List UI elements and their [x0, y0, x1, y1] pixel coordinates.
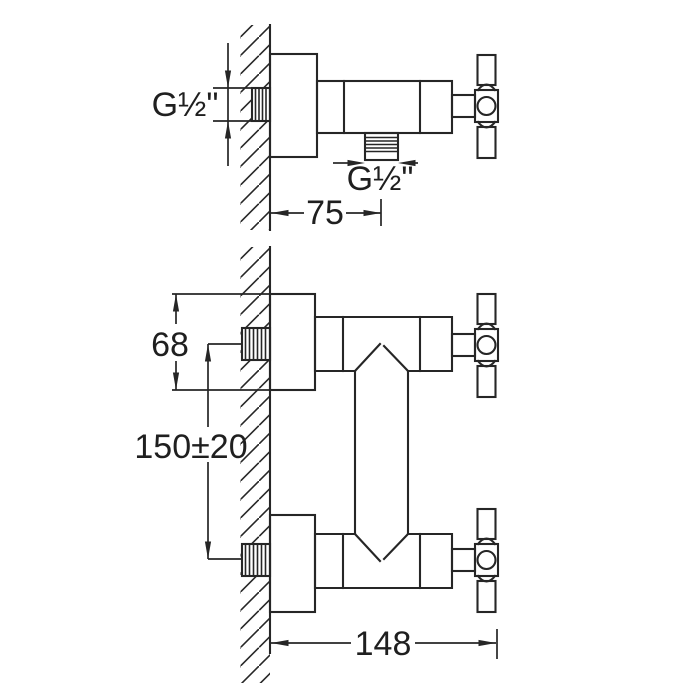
- connector-pipe: [353, 369, 410, 536]
- dim-label-spacing: 150±20: [134, 428, 247, 466]
- lower-escutcheon: [268, 513, 317, 614]
- body-outline: [313, 315, 454, 373]
- upper-escutcheon: [268, 292, 317, 392]
- front-view: 68 150±20 148: [134, 245, 500, 683]
- dim-spacing-150: 150±20: [134, 343, 248, 560]
- arrowhead: [398, 159, 416, 167]
- dim-outlet-thread: G½": [333, 159, 418, 198]
- dim-label-width: 148: [355, 625, 412, 663]
- dim-height-68: 68: [151, 293, 270, 391]
- pipe-vee: [353, 532, 410, 563]
- inlet-nipple: [250, 86, 272, 123]
- lower-inlet-nipple: [240, 542, 272, 578]
- cross-handle: [450, 53, 500, 160]
- arrowhead: [204, 541, 212, 559]
- arrowhead: [224, 121, 232, 139]
- upper-inlet-nipple: [240, 326, 272, 362]
- dim-depth-75: 75: [271, 194, 382, 232]
- arrowhead: [363, 209, 381, 217]
- arrowhead: [271, 639, 289, 647]
- dim-label-height: 68: [151, 326, 189, 364]
- dim-width-148: 148: [271, 625, 498, 663]
- nipple-threads: [244, 328, 267, 360]
- arrowhead: [271, 209, 289, 217]
- nipple-outline: [250, 86, 272, 123]
- dim-label-outlet: G½": [347, 160, 414, 198]
- escutcheon: [268, 52, 319, 159]
- valve-body: [315, 79, 454, 135]
- upper-valve-body: [313, 315, 454, 373]
- nipple-threads: [244, 544, 267, 576]
- upper-cross-handle: [450, 292, 500, 399]
- arrowhead: [172, 294, 180, 312]
- outlet-threads: [365, 136, 398, 153]
- wall-hatching: [240, 247, 270, 683]
- lower-cross-handle: [450, 507, 500, 614]
- nipple-outline: [240, 542, 272, 578]
- dim-label-depth: 75: [306, 194, 344, 232]
- body-outline: [315, 79, 454, 135]
- outlet-outline: [363, 131, 400, 162]
- arrowhead: [204, 344, 212, 362]
- lower-valve-body: [313, 532, 454, 590]
- nipple-threads: [254, 88, 267, 121]
- wall-hatching: [240, 25, 270, 230]
- side-view: G½" G½" 75: [152, 23, 500, 232]
- arrowhead: [478, 639, 496, 647]
- dim-label-inlet: G½": [152, 86, 219, 124]
- dim-inlet-thread: G½": [152, 43, 252, 166]
- arrowhead: [224, 70, 232, 88]
- arrowhead: [172, 372, 180, 390]
- body-outline: [313, 532, 454, 590]
- bottom-outlet: [363, 131, 400, 162]
- arrowhead: [347, 159, 365, 167]
- pipe-chevron: [353, 342, 410, 373]
